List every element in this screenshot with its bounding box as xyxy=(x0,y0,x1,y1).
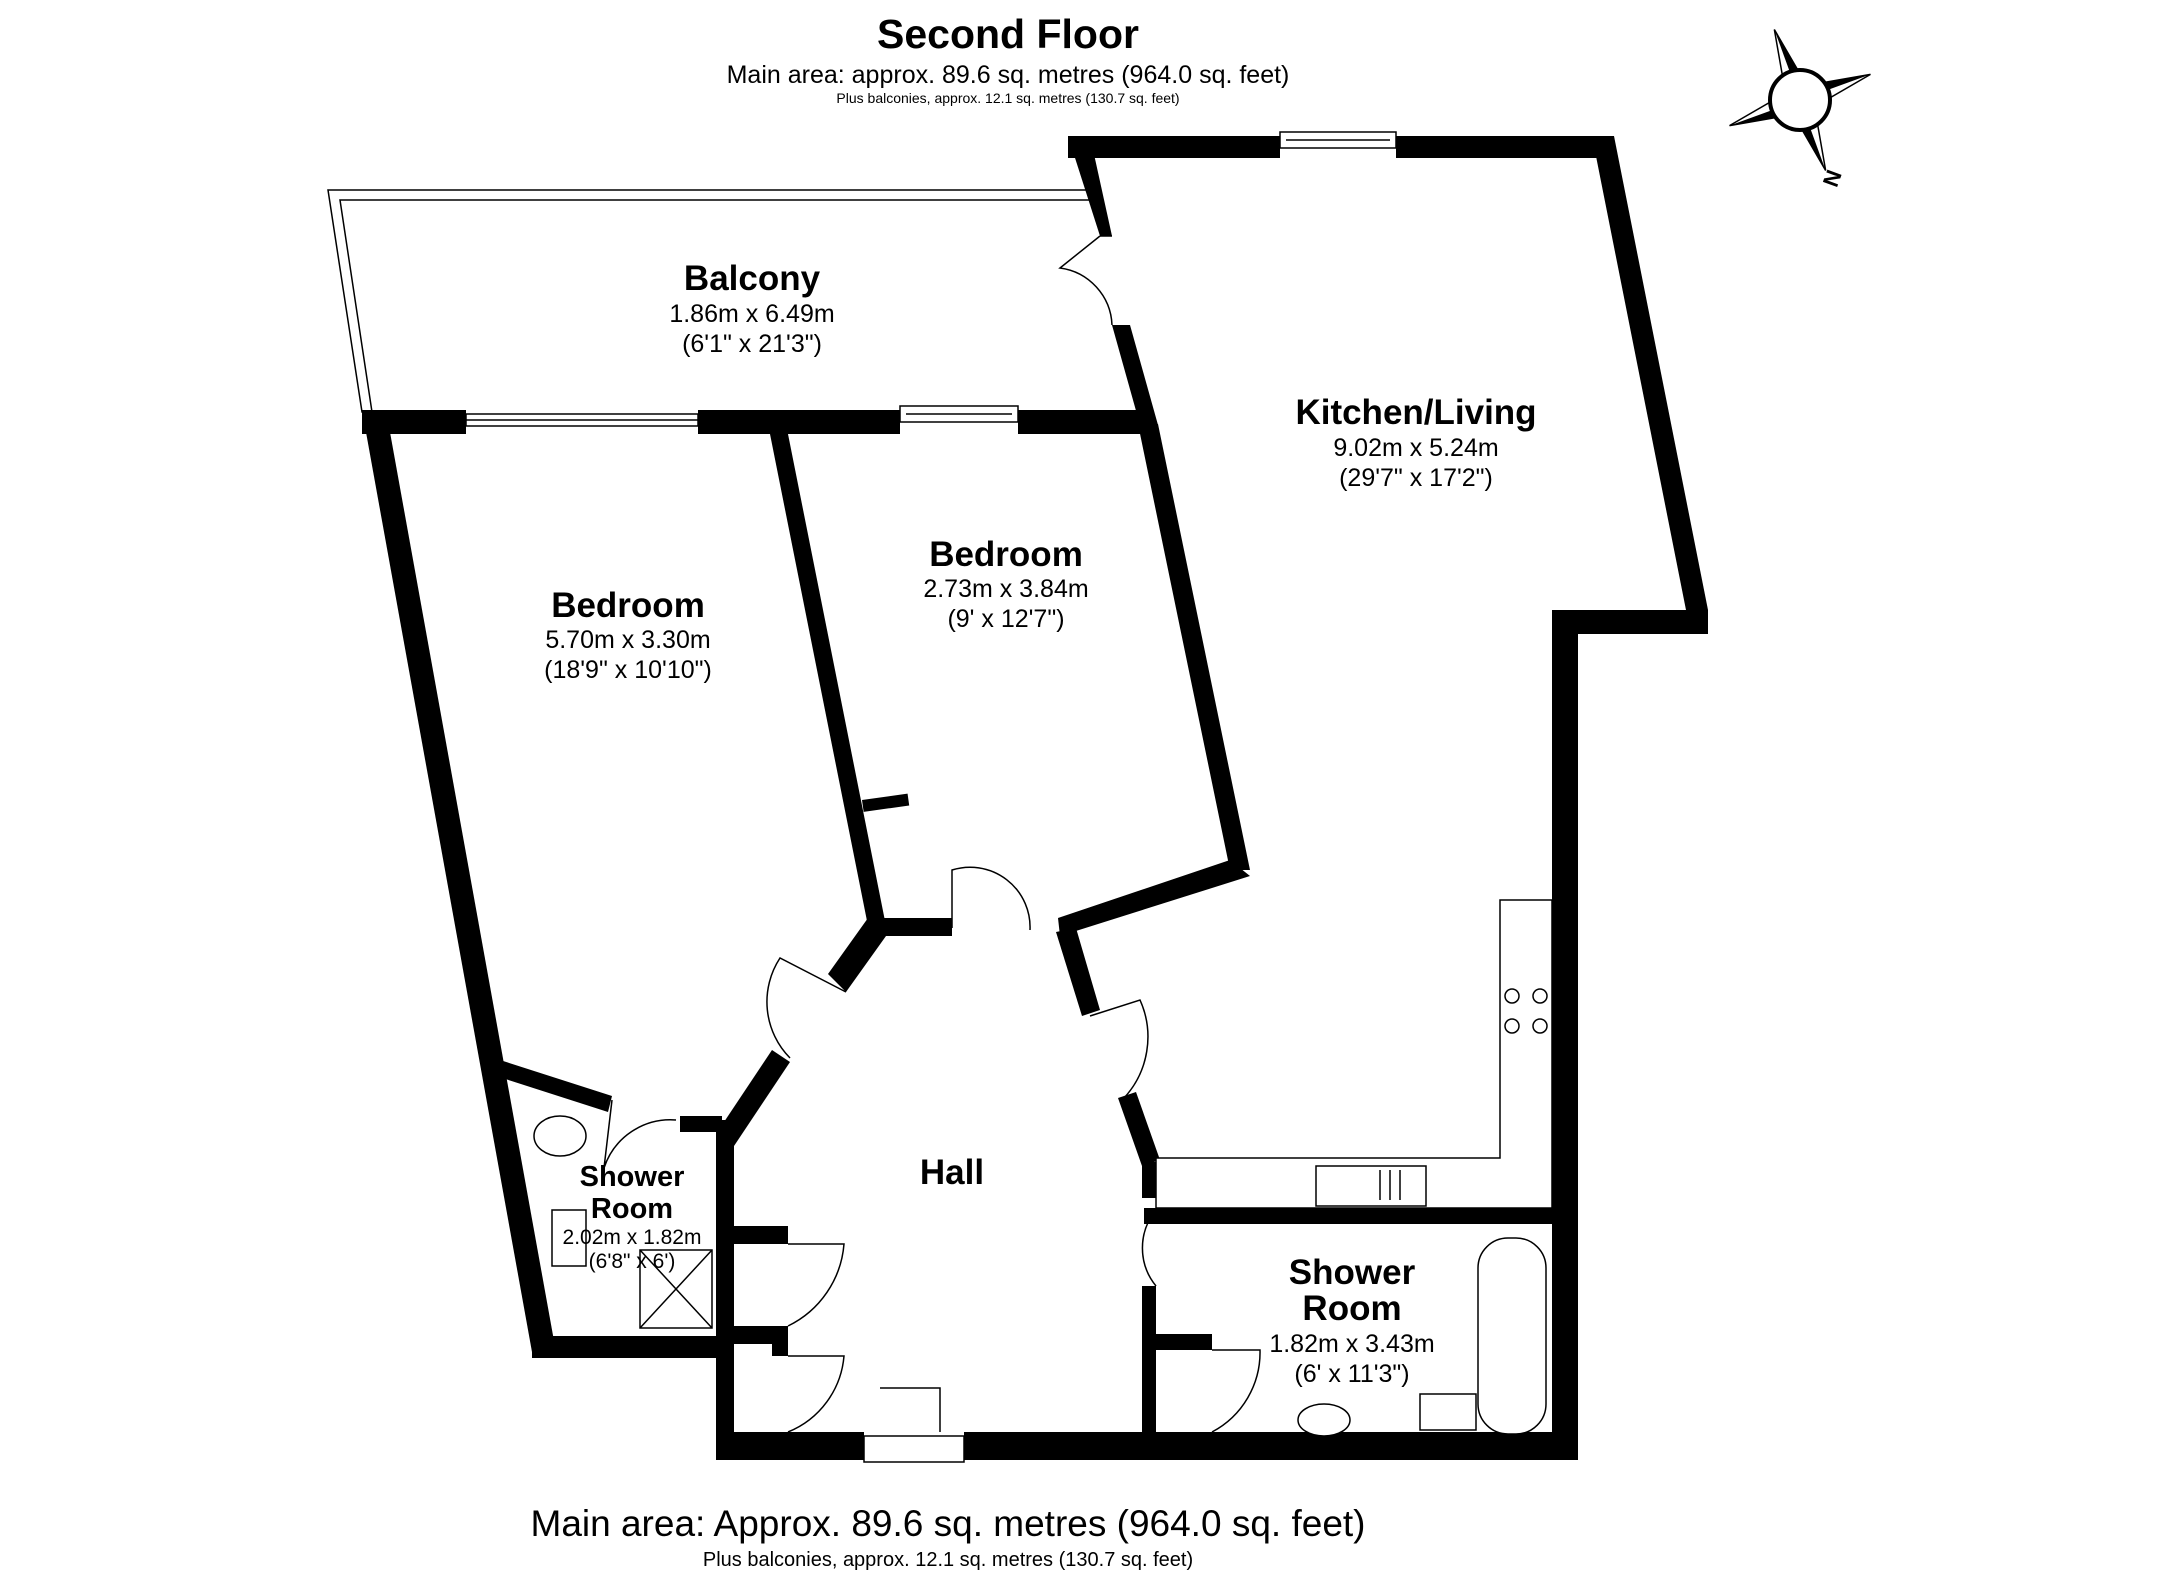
room-metric: 1.82m x 3.43m xyxy=(1269,1330,1434,1358)
room-hall: Hall xyxy=(920,1153,984,1192)
windows xyxy=(465,131,1397,1463)
room-name-line2: Room xyxy=(1302,1289,1401,1328)
room-imperial: (6'1" x 21'3") xyxy=(682,330,822,358)
footer-main-area: Main area: Approx. 89.6 sq. metres (964.… xyxy=(531,1503,1366,1544)
bathroom-fixtures xyxy=(533,1115,1547,1437)
room-imperial: (6'8" x 6') xyxy=(589,1250,676,1273)
room-metric: 2.02m x 1.82m xyxy=(563,1226,702,1249)
room-name: Hall xyxy=(920,1153,984,1192)
room-metric: 1.86m x 6.49m xyxy=(669,300,834,328)
room-name: Balcony xyxy=(684,259,821,298)
room-shower-room-2: Shower Room 1.82m x 3.43m (6' x 11'3") xyxy=(1269,1253,1434,1388)
room-name: Bedroom xyxy=(551,586,705,625)
room-metric: 2.73m x 3.84m xyxy=(923,575,1088,603)
room-name: Bedroom xyxy=(929,535,1083,574)
walls xyxy=(362,136,1708,1460)
room-name-line1: Shower xyxy=(580,1161,685,1193)
kitchen-units xyxy=(1155,899,1553,1209)
room-imperial: (9' x 12'7") xyxy=(947,605,1064,633)
header-plus-balconies: Plus balconies, approx. 12.1 sq. metres … xyxy=(836,90,1179,106)
floor-title: Second Floor xyxy=(877,11,1139,57)
room-name-line2: Room xyxy=(591,1193,673,1225)
compass-icon: N xyxy=(1729,29,1871,190)
doors xyxy=(603,235,1261,1433)
room-imperial: (6' x 11'3") xyxy=(1294,1360,1409,1388)
footer-plus-balconies: Plus balconies, approx. 12.1 sq. metres … xyxy=(703,1549,1193,1571)
room-bedroom-2: Bedroom 2.73m x 3.84m (9' x 12'7") xyxy=(923,535,1088,633)
room-bedroom-1: Bedroom 5.70m x 3.30m (18'9" x 10'10") xyxy=(544,586,712,684)
room-metric: 5.70m x 3.30m xyxy=(545,626,710,654)
room-shower-room-1: Shower Room 2.02m x 1.82m (6'8" x 6') xyxy=(563,1161,702,1273)
header-main-area: Main area: approx. 89.6 sq. metres (964.… xyxy=(727,61,1290,89)
room-imperial: (29'7" x 17'2") xyxy=(1339,464,1493,492)
room-balcony: Balcony 1.86m x 6.49m (6'1" x 21'3") xyxy=(669,259,834,358)
compass-north-label: N xyxy=(1818,167,1847,190)
room-name-line1: Shower xyxy=(1289,1253,1416,1292)
room-kitchen-living: Kitchen/Living 9.02m x 5.24m (29'7" x 17… xyxy=(1295,393,1536,492)
room-name: Kitchen/Living xyxy=(1295,393,1536,432)
room-metric: 9.02m x 5.24m xyxy=(1333,434,1498,462)
room-imperial: (18'9" x 10'10") xyxy=(544,656,712,684)
